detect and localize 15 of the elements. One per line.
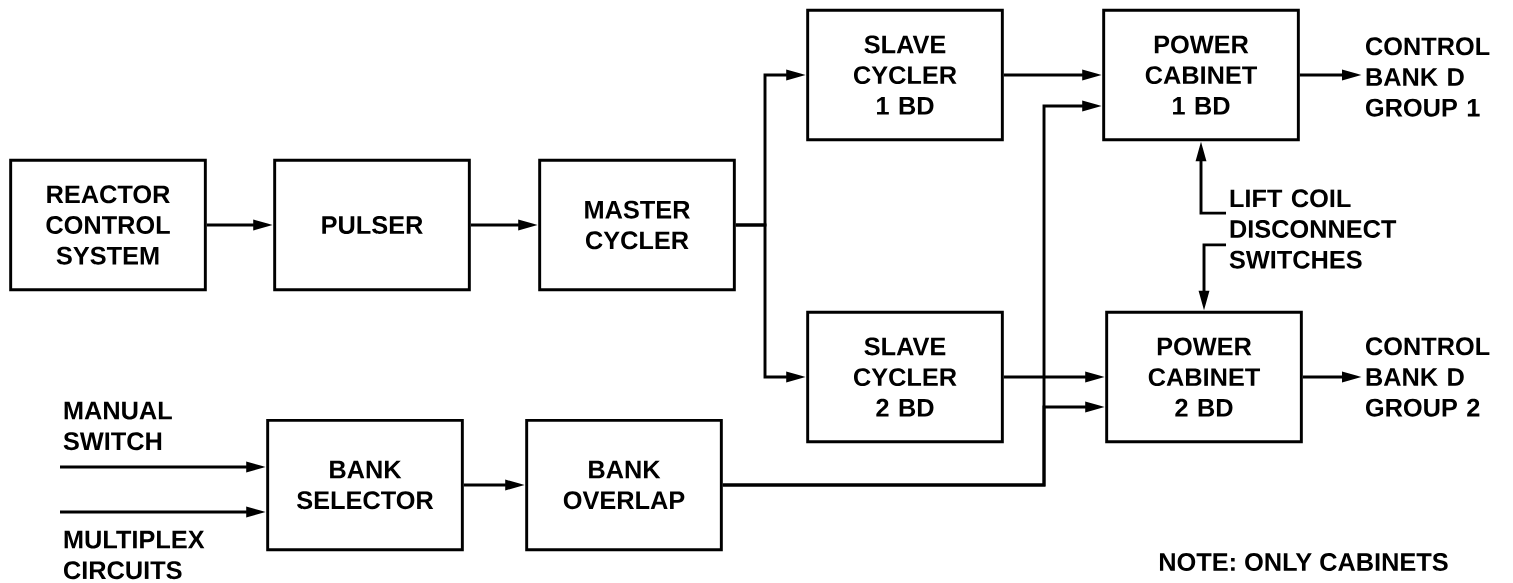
- input-label: LIFT COIL DISCONNECT SWITCHES: [1229, 189, 1397, 269]
- output-label: CONTROL BANK D GROUP 1: [1366, 37, 1490, 117]
- process-box: BANK OVERLAP: [525, 418, 723, 552]
- process-box: SLAVE CYCLER 2 BD: [806, 310, 1004, 444]
- process-box: POWER CABINET 2 BD: [1105, 310, 1303, 444]
- process-box: MASTER CYCLER: [538, 158, 736, 292]
- process-box: REACTOR CONTROL SYSTEM: [9, 158, 207, 292]
- output-label: CONTROL BANK D GROUP 2: [1366, 337, 1490, 417]
- process-box: PULSER: [273, 158, 471, 292]
- process-box: POWER CABINET 1 BD: [1102, 8, 1300, 142]
- input-label: MULTIPLEX CIRCUITS: [64, 530, 205, 580]
- process-box: SLAVE CYCLER 1 BD: [806, 8, 1004, 142]
- input-label: MANUAL SWITCH: [63, 401, 172, 451]
- process-box: BANK SELECTOR: [266, 418, 464, 552]
- note-text: NOTE: ONLY CABINETS: [1159, 553, 1448, 571]
